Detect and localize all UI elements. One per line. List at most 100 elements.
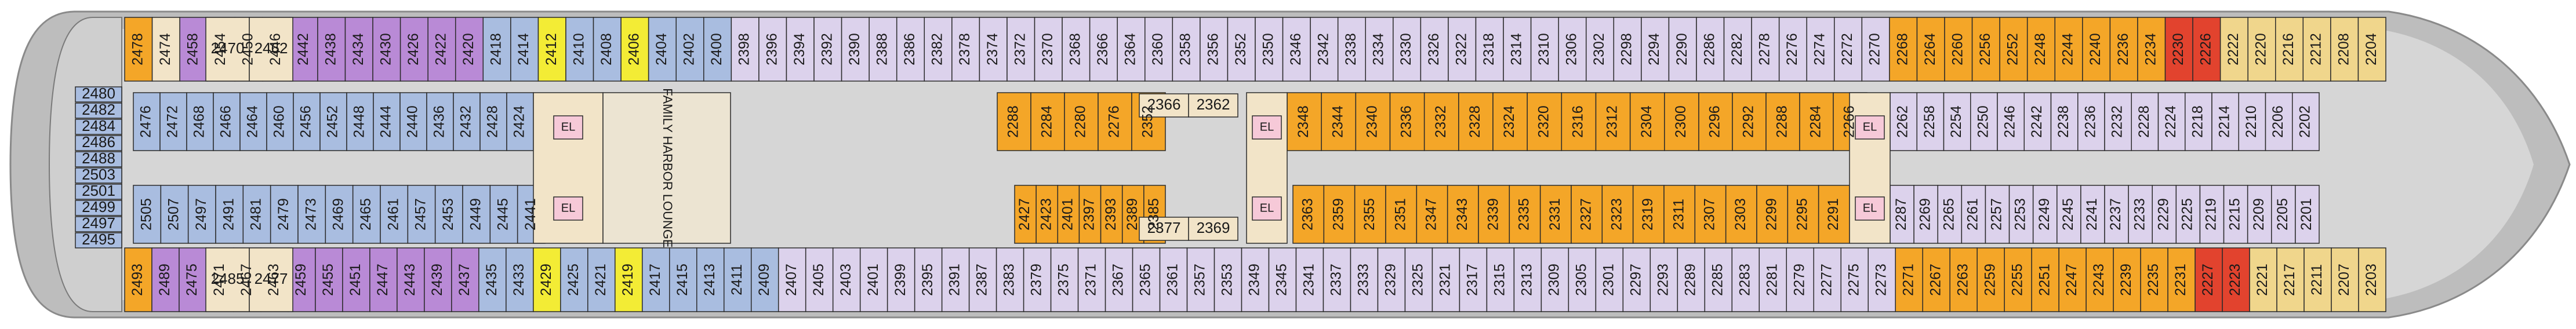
cabin-number: 2267 [1927, 264, 1943, 296]
cabin-top-2330 [1393, 17, 1422, 82]
cabin-inner-bottom-2225 [2175, 185, 2201, 244]
cabin-number: 2302 [1591, 33, 1607, 65]
cabin-number: 2328 [1467, 105, 1483, 138]
cabin-bottom-2267 [1922, 247, 1950, 312]
cabin-inner-top-2436 [426, 92, 454, 151]
service-label: 2470 [211, 39, 245, 57]
cabin-number: 2204 [2363, 33, 2379, 65]
cabin-number: 2388 [874, 33, 891, 65]
cabin-number: 2247 [2063, 264, 2080, 296]
cabin-top-2268 [1889, 17, 1918, 82]
cabin-number: 2255 [2009, 264, 2025, 296]
cabin-number: 2449 [467, 198, 484, 231]
cabin-inner-top-2452 [319, 92, 347, 151]
cabin-number: 2493 [129, 264, 146, 296]
cabin-number: 2240 [2087, 33, 2103, 65]
cabin-number: 2339 [1485, 198, 1501, 231]
stern-cabin-2480 [75, 86, 122, 103]
cabin-inner-bottom-2347 [1416, 185, 1448, 244]
cabin-top-2322 [1448, 17, 1477, 82]
cabin-bottom-2411 [723, 247, 752, 312]
cabin-top-2286 [1696, 17, 1725, 82]
cabin-number: 2293 [1655, 264, 1671, 296]
cabin-bottom-2371 [1077, 247, 1106, 312]
cabin-top-2208 [2330, 17, 2359, 82]
cabin-bottom-2231 [2167, 247, 2196, 312]
cabin-number: 2290 [1674, 33, 1690, 65]
cabin-inner-top-2284 [1799, 92, 1834, 151]
cabin-number: 2443 [402, 264, 418, 296]
cabin-inner-top-2476 [133, 92, 161, 151]
cabin-number: 2446 [267, 33, 284, 65]
cabin-number: 2473 [303, 198, 319, 231]
cabin-bottom-2443 [397, 247, 425, 312]
cabin-bottom-2405 [805, 247, 834, 312]
cabin-number: 2486 [82, 133, 115, 151]
cabin-number: 2271 [1900, 264, 1916, 296]
cabin-inner-bottom-2257 [1985, 185, 2010, 244]
cabin-number: 2444 [378, 105, 394, 138]
cabin-number: 2403 [838, 264, 854, 296]
cabin-number: 2218 [2189, 105, 2206, 138]
cabin-top-2248 [2026, 17, 2056, 82]
cabin-number: 2288 [1005, 105, 1022, 138]
cabin-top-2386 [896, 17, 925, 82]
elevator-3 [1252, 196, 1282, 221]
cabin-inner-top-2228 [2131, 92, 2159, 151]
cabin-number: 2321 [1437, 264, 1454, 296]
cabin-number: 2202 [2297, 105, 2313, 138]
cabin-number: 2322 [1453, 33, 1469, 65]
cabin-number: 2245 [2060, 198, 2076, 231]
cabin-number: 2227 [2200, 264, 2216, 296]
cabin-inner-top-2316 [1561, 92, 1597, 151]
cabin-number: 2398 [736, 33, 753, 65]
cabin-number: 2489 [157, 264, 173, 296]
service-space-2366 [1139, 93, 1189, 118]
cabin-number: 2468 [191, 105, 208, 138]
cabin-number: 2402 [681, 33, 697, 65]
cabin-bottom-2353 [1213, 247, 1242, 312]
cabin-number: 2411 [729, 264, 745, 295]
cabin-number: 2333 [1356, 264, 1372, 296]
cabin-number: 2230 [2170, 33, 2186, 65]
elevator-label: EL [1863, 202, 1877, 214]
cabin-number: 2262 [1895, 105, 1911, 138]
cabin-top-2298 [1613, 17, 1642, 82]
cabin-number: 2353 [1219, 264, 1236, 296]
cabin-number: 2412 [543, 33, 559, 65]
cabin-bottom-2325 [1404, 247, 1433, 312]
cabin-top-2410 [565, 17, 594, 82]
cabin-bottom-2277 [1813, 247, 1841, 312]
cabin-top-2302 [1585, 17, 1615, 82]
cabin-inner-top-2428 [479, 92, 507, 151]
cabin-number: 2291 [1825, 198, 1841, 231]
cabin-inner-top-2284 [1030, 92, 1065, 151]
cabin-number: 2352 [1233, 33, 1249, 65]
cabin-number: 2220 [2253, 33, 2269, 65]
cabin-top-2230 [2164, 17, 2193, 82]
cabin-number: 2279 [1791, 264, 1807, 296]
cabin-inner-bottom-2465 [352, 185, 381, 244]
cabin-top-2294 [1641, 17, 1670, 82]
cabin-number: 2250 [1975, 105, 1991, 138]
cabin-top-2478 [124, 17, 153, 82]
cabin-number: 2455 [320, 264, 336, 296]
cabin-number: 2256 [1977, 33, 1993, 65]
cabin-number: 2283 [1736, 264, 1753, 296]
cabin-top-2364 [1117, 17, 1146, 82]
elevator-label: EL [1863, 120, 1877, 133]
cabin-inner-bottom-2469 [325, 185, 354, 244]
cabin-number: 2503 [82, 166, 115, 183]
cabin-number: 2365 [1138, 264, 1154, 296]
cabin-bottom-2251 [2031, 247, 2059, 312]
cabin-inner-top-2312 [1595, 92, 1631, 151]
cabin-number: 2371 [1083, 264, 1099, 296]
cabin-number: 2236 [2082, 105, 2098, 138]
cabin-number: 2422 [433, 33, 449, 65]
cabin-number: 2217 [2281, 264, 2298, 296]
cabin-number: 2258 [1921, 105, 1938, 138]
cabin-number: 2451 [347, 264, 364, 296]
cabin-bottom-2365 [1132, 247, 1161, 312]
cabin-number: 2282 [1729, 33, 1745, 65]
cabin-inner-top-2344 [1321, 92, 1357, 151]
